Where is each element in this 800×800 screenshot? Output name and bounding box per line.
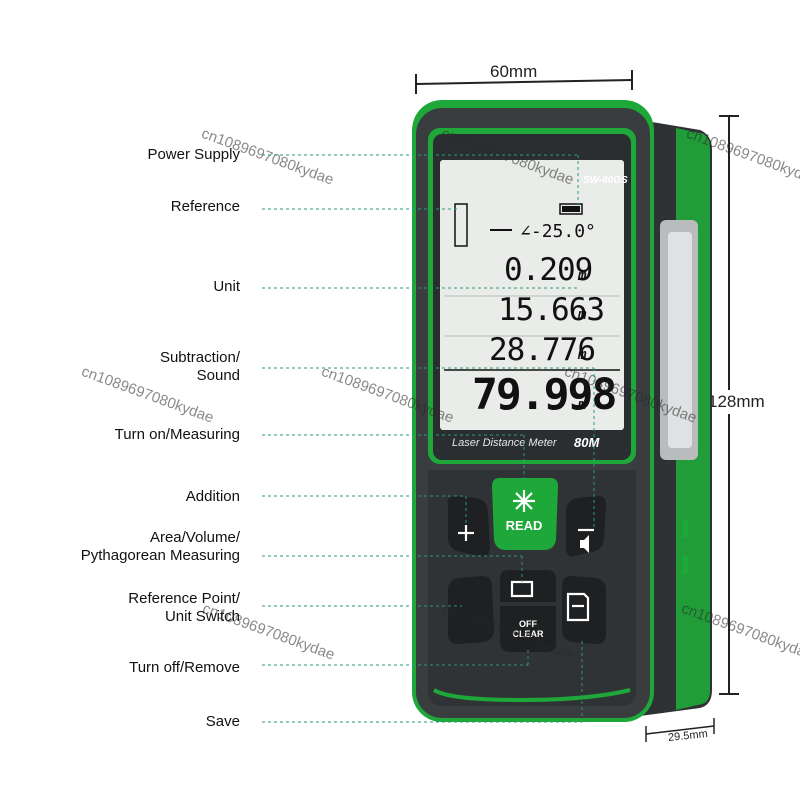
lcd-unit-2: m [578, 307, 587, 323]
lcd-line3: 28.776 [489, 332, 596, 368]
callout-turn-off: Turn off/Remove [129, 659, 240, 676]
lcd-unit-1: m [578, 268, 587, 284]
lcd-line2: 15.663 [498, 292, 605, 328]
callout-turn-on: Turn on/Measuring [114, 426, 240, 443]
read-button-shape [492, 478, 558, 550]
callout-addition: Addition [185, 488, 240, 505]
callout-subtraction-sound: Subtraction/ Sound [159, 349, 240, 384]
width-label: 60mm [490, 62, 538, 81]
model-label: SW-80GS [583, 175, 628, 186]
lcd-angle-value: 25.0 [541, 221, 586, 242]
callout-reference-point: Reference Point/ Unit Switch [128, 590, 240, 625]
lcd-unit-main: m [578, 397, 587, 413]
callout-area-volume: Area/Volume/ Pythagorean Measuring [80, 529, 240, 564]
callout-reference: Reference [170, 198, 240, 215]
lcd-unit-3: m [578, 347, 587, 363]
height-label: 128mm [708, 390, 765, 414]
off-clear-button-label: OFF CLEAR [512, 619, 544, 639]
callout-power-supply: Power Supply [147, 146, 240, 163]
callout-unit: Unit [213, 278, 240, 295]
read-button-label: READ [505, 518, 543, 533]
lcd-line1: 0.209 [504, 252, 593, 288]
lcd-angle: ∠-25.0° [520, 221, 596, 242]
lcd-screen [440, 160, 624, 430]
brand-strip: Laser Distance Meter [452, 437, 557, 449]
callout-save: Save [205, 713, 240, 730]
range-label: 80M [574, 435, 600, 450]
lcd-main-value: 79.998 [472, 370, 617, 420]
